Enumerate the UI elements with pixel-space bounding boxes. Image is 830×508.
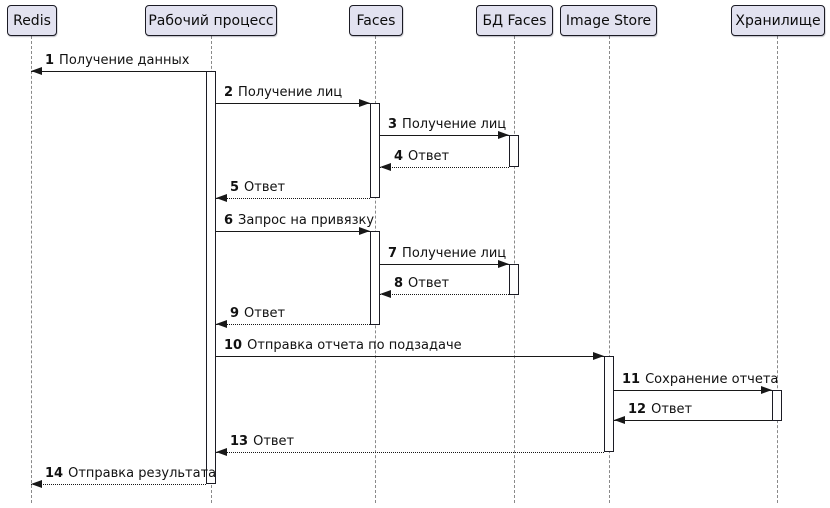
activation-image-store bbox=[604, 356, 614, 452]
participant-faces: Faces bbox=[349, 5, 403, 36]
message-2-line bbox=[216, 103, 370, 104]
activation-bd-faces-2 bbox=[509, 264, 519, 295]
arrow-head bbox=[359, 99, 370, 107]
lifeline-image-store bbox=[609, 36, 610, 503]
arrow-head bbox=[216, 194, 227, 202]
arrow-head bbox=[31, 480, 42, 488]
arrow-head bbox=[593, 352, 604, 360]
message-6-line bbox=[216, 231, 370, 232]
message-13-line bbox=[216, 452, 604, 453]
activation-faces-2 bbox=[370, 231, 380, 325]
arrow-head bbox=[31, 67, 42, 75]
arrow-head bbox=[359, 227, 370, 235]
message-9-line bbox=[216, 324, 370, 325]
activation-faces-1 bbox=[370, 103, 380, 198]
participant-worker: Рабочий процесс bbox=[145, 5, 277, 36]
participant-redis: Redis bbox=[7, 5, 57, 36]
activation-worker bbox=[206, 71, 216, 484]
arrow-head bbox=[380, 163, 391, 171]
arrow-head bbox=[761, 386, 772, 394]
message-1-line bbox=[31, 71, 206, 72]
lifeline-redis bbox=[31, 36, 32, 503]
message-10-line bbox=[216, 356, 604, 357]
arrow-head bbox=[216, 320, 227, 328]
message-11-line bbox=[614, 390, 772, 391]
arrow-head bbox=[498, 131, 509, 139]
message-14-line bbox=[31, 484, 206, 485]
activation-storage bbox=[772, 390, 782, 421]
message-4-line bbox=[380, 167, 509, 168]
participant-bd-faces: БД Faces bbox=[476, 5, 553, 36]
message-3-line bbox=[380, 135, 509, 136]
message-5-line bbox=[216, 198, 370, 199]
message-8-line bbox=[380, 294, 509, 295]
message-12-line bbox=[614, 420, 772, 421]
arrow-head bbox=[614, 416, 625, 424]
participant-storage: Хранилище bbox=[731, 5, 825, 36]
message-7-line bbox=[380, 264, 509, 265]
arrow-head bbox=[498, 260, 509, 268]
arrow-head bbox=[380, 290, 391, 298]
activation-bd-faces-1 bbox=[509, 135, 519, 167]
participant-image-store: Image Store bbox=[560, 5, 657, 36]
lifeline-storage bbox=[777, 36, 778, 503]
arrow-head bbox=[216, 448, 227, 456]
